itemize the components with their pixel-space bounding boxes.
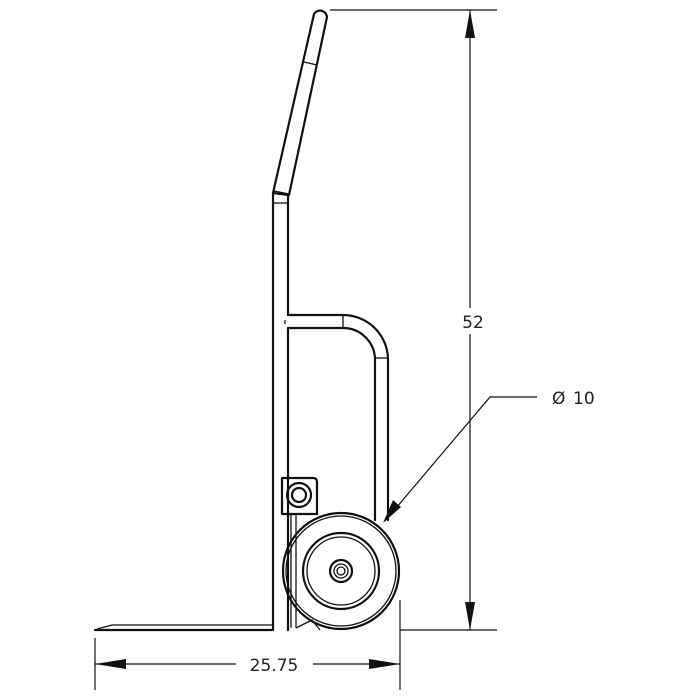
leader-arrow-icon [383, 500, 401, 523]
wheel [281, 511, 401, 631]
wheel-diameter-callout: Ø 10 [383, 389, 595, 523]
depth-dimension: 25.75 [94, 600, 401, 690]
toe-plate [93, 619, 321, 632]
height-label: 52 [462, 313, 484, 333]
hand-truck [93, 9, 401, 632]
handle-grip [271, 9, 329, 197]
depth-label: 25.75 [250, 656, 299, 676]
diameter-symbol: Ø [552, 389, 565, 409]
wheel-strut [286, 313, 390, 522]
arrow-down-icon [465, 602, 475, 630]
arrow-up-icon [465, 10, 475, 38]
arrow-right-icon [369, 659, 400, 669]
arrow-left-icon [95, 659, 126, 669]
height-dimension: 52 [330, 9, 497, 631]
diameter-value: 10 [573, 389, 595, 409]
